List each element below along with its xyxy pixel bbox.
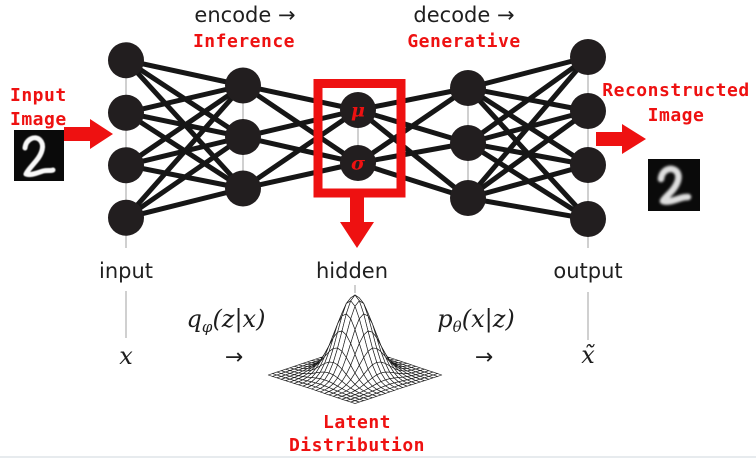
reconstructed-image-label-line2: Image — [648, 105, 705, 126]
network-node — [570, 39, 606, 75]
input-column-label: input — [99, 259, 153, 283]
network-node — [108, 147, 144, 184]
reconstructed-digit-image — [648, 159, 700, 211]
network-edge — [356, 85, 470, 166]
latent-label-line2: Distribution — [289, 435, 425, 456]
surface-mesh-cell — [350, 400, 360, 404]
input-image-label-line1: Input — [10, 85, 67, 106]
network-edge — [125, 186, 244, 221]
reconstructed-image-label-line1: Reconstructed — [602, 80, 749, 101]
network-edge — [124, 83, 245, 220]
bottleneck-node-label: σ — [351, 153, 366, 175]
network-node — [225, 119, 261, 155]
latent-label-line1: Latent — [323, 412, 391, 433]
network-edge — [125, 83, 244, 116]
network-node — [225, 170, 261, 207]
bottleneck-node-label: μ — [351, 100, 365, 122]
network-edge — [242, 83, 359, 113]
network-node — [225, 67, 261, 104]
input-digit-image — [14, 130, 64, 181]
network-node — [570, 201, 606, 237]
network-edge — [466, 108, 590, 201]
input-arrow-icon — [64, 119, 113, 149]
network-edge — [357, 85, 469, 113]
network-edge — [467, 162, 589, 201]
network-edge — [124, 83, 245, 168]
inference-label: Inference — [193, 31, 295, 52]
decoder-flow-arrow: → — [475, 345, 493, 370]
network-node — [450, 70, 486, 106]
network-nodes — [108, 39, 606, 237]
network-edge — [467, 195, 589, 222]
decoder-distribution-formula: pθ(x|z) — [437, 305, 514, 336]
network-edge — [357, 140, 469, 166]
network-edge — [466, 54, 590, 146]
network-edge — [467, 54, 589, 91]
network-node — [570, 147, 606, 183]
reconstructed-arrow-icon — [596, 124, 646, 154]
encode-label: encode → — [194, 3, 295, 27]
network-node — [570, 93, 606, 129]
network-node — [340, 145, 376, 181]
input-image-label-line2: Image — [10, 109, 67, 130]
bottom-divider — [0, 456, 756, 458]
math-x-tilde: x̃ — [581, 341, 595, 369]
network-edge — [241, 107, 360, 191]
network-node — [108, 42, 144, 79]
generative-label: Generative — [407, 31, 520, 52]
hidden-column-label: hidden — [316, 259, 388, 283]
bottleneck-highlight-box — [313, 79, 406, 198]
network-edge — [242, 160, 359, 191]
network-node — [450, 125, 486, 161]
network-edges — [124, 54, 590, 222]
decode-label: decode → — [413, 3, 514, 27]
network-edge — [357, 160, 469, 201]
network-node — [108, 199, 144, 236]
network-edge — [125, 57, 244, 88]
network-node — [340, 92, 376, 128]
math-x: x — [119, 342, 133, 370]
network-edge — [242, 107, 359, 140]
network-node — [108, 94, 144, 131]
encoder-flow-arrow: → — [225, 345, 243, 370]
network-node — [450, 180, 486, 216]
network-edge — [124, 134, 245, 220]
latent-down-arrow-icon — [340, 197, 374, 248]
encoder-distribution-formula: qφ(z|x) — [187, 305, 266, 336]
bottleneck-node-labels: μσ — [351, 100, 366, 175]
output-column-label: output — [553, 259, 622, 283]
network-edge — [466, 55, 590, 200]
latent-distribution-surface — [267, 294, 443, 404]
